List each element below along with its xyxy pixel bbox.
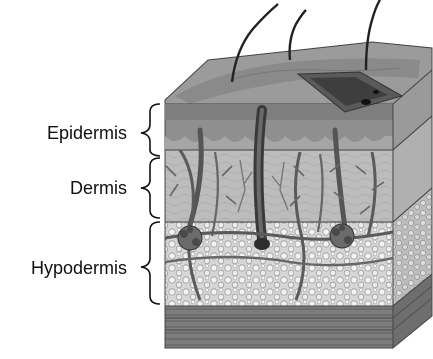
dermis-label: Dermis (70, 178, 127, 198)
hypodermis-label: Hypodermis (31, 258, 127, 278)
dermis-brace (141, 158, 160, 218)
epidermis-brace (141, 104, 160, 156)
hypodermis-brace (141, 222, 160, 304)
side-face (393, 70, 432, 348)
epidermis-label: Epidermis (47, 123, 127, 143)
muscle-layer (165, 306, 393, 348)
